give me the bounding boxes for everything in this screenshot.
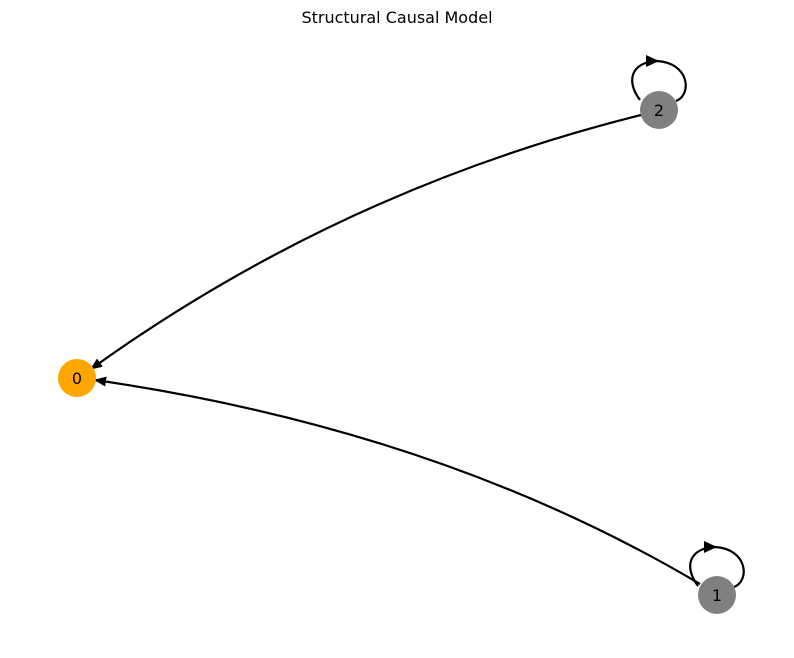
edge-1-to-0 <box>94 376 701 585</box>
node-0[interactable]: 0 <box>58 359 96 397</box>
diagram-title: Structural Causal Model <box>301 8 493 27</box>
node-2[interactable]: 2 <box>640 91 678 129</box>
node-0-label: 0 <box>72 369 82 388</box>
self-loop-arrowhead-1 <box>704 541 717 553</box>
node-2-label: 2 <box>654 101 664 120</box>
self-loop-arrowhead-2 <box>646 55 659 67</box>
node-1[interactable]: 1 <box>698 576 736 614</box>
edge-2-to-0 <box>90 113 642 370</box>
node-1-label: 1 <box>712 586 722 605</box>
